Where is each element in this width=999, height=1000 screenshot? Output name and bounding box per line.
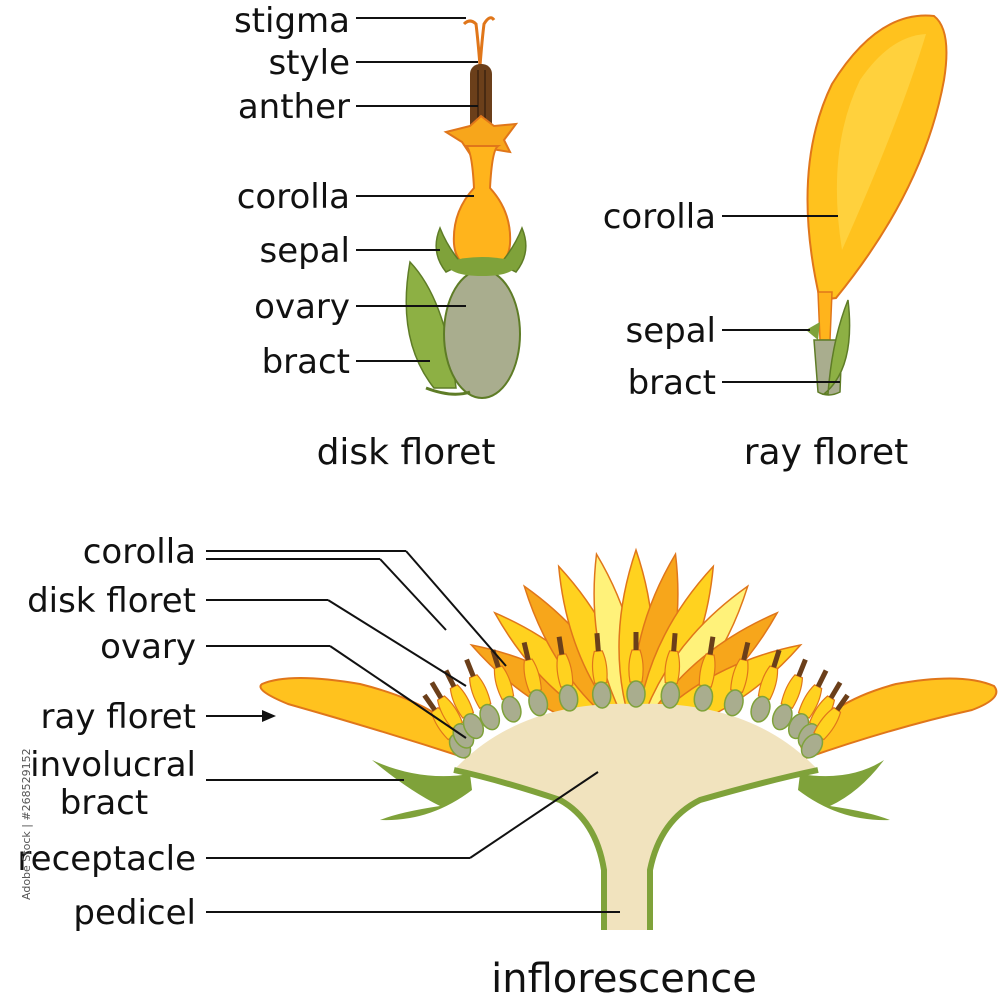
disk-floret-small bbox=[660, 632, 681, 709]
watermark: Adobe Stock | #268529152 bbox=[20, 748, 33, 900]
ray-floret-labels: corolla sepal bract ray floret bbox=[603, 197, 909, 473]
disk-floret-small bbox=[693, 636, 716, 712]
label-disk-floret-inflo: disk floret bbox=[27, 581, 196, 621]
label-ray-floret-inflo: ray floret bbox=[41, 697, 196, 737]
caption-ray-floret: ray floret bbox=[744, 432, 909, 473]
involucral-bract-right bbox=[798, 760, 890, 821]
disk-floret-small bbox=[521, 641, 549, 717]
disk-floret-small bbox=[591, 632, 612, 709]
label-anther: anther bbox=[238, 87, 350, 127]
disk-floret-labels: stigma style anther corolla sepal ovary … bbox=[234, 1, 495, 473]
ray-floret-illustration bbox=[806, 14, 948, 396]
disk-floret-illustration bbox=[405, 16, 527, 399]
inflorescence-leaders bbox=[206, 550, 620, 913]
receptacle-shape bbox=[454, 703, 818, 930]
disk-floret-small bbox=[771, 658, 808, 731]
label-stigma: stigma bbox=[234, 1, 350, 41]
ray-floret-leaders bbox=[722, 215, 840, 383]
label-involucral: involucral bbox=[30, 745, 196, 785]
disk-floret-small bbox=[750, 649, 782, 723]
label-pedicel: pedicel bbox=[73, 893, 196, 933]
label-ovary-disk: ovary bbox=[254, 287, 350, 327]
receptacle-outline bbox=[453, 767, 607, 930]
label-ovary-inflo: ovary bbox=[100, 627, 196, 667]
inflorescence-labels: corolla disk floret ovary ray floret inv… bbox=[17, 532, 756, 1000]
label-corolla-ray: corolla bbox=[603, 197, 716, 237]
label-involucral-bract: bract bbox=[60, 783, 148, 823]
left-ray-floret bbox=[259, 677, 472, 760]
right-ray-floret bbox=[798, 677, 998, 760]
disk-floret-leaders bbox=[356, 17, 478, 362]
label-sepal-ray: sepal bbox=[626, 311, 717, 351]
caption-inflorescence: inflorescence bbox=[491, 956, 757, 1000]
label-corolla-inflo: corolla bbox=[83, 532, 196, 572]
label-sepal-disk: sepal bbox=[260, 231, 351, 271]
involucral-bract-left bbox=[372, 760, 472, 821]
label-bract-ray: bract bbox=[628, 363, 716, 403]
disk-florets-row bbox=[422, 632, 850, 759]
inflorescence-illustration bbox=[259, 547, 998, 930]
caption-disk-floret: disk floret bbox=[317, 432, 496, 473]
disk-floret-small bbox=[490, 649, 522, 723]
label-bract-disk: bract bbox=[262, 342, 350, 382]
disk-floret-small bbox=[800, 693, 850, 759]
disk-floret-small bbox=[626, 632, 646, 708]
disk-floret-small bbox=[556, 636, 579, 712]
disk-floret-small bbox=[464, 658, 501, 731]
label-style: style bbox=[268, 43, 350, 83]
disk-floret-small bbox=[723, 641, 751, 717]
label-corolla-disk: corolla bbox=[237, 177, 350, 217]
label-receptacle: receptacle bbox=[17, 839, 196, 879]
